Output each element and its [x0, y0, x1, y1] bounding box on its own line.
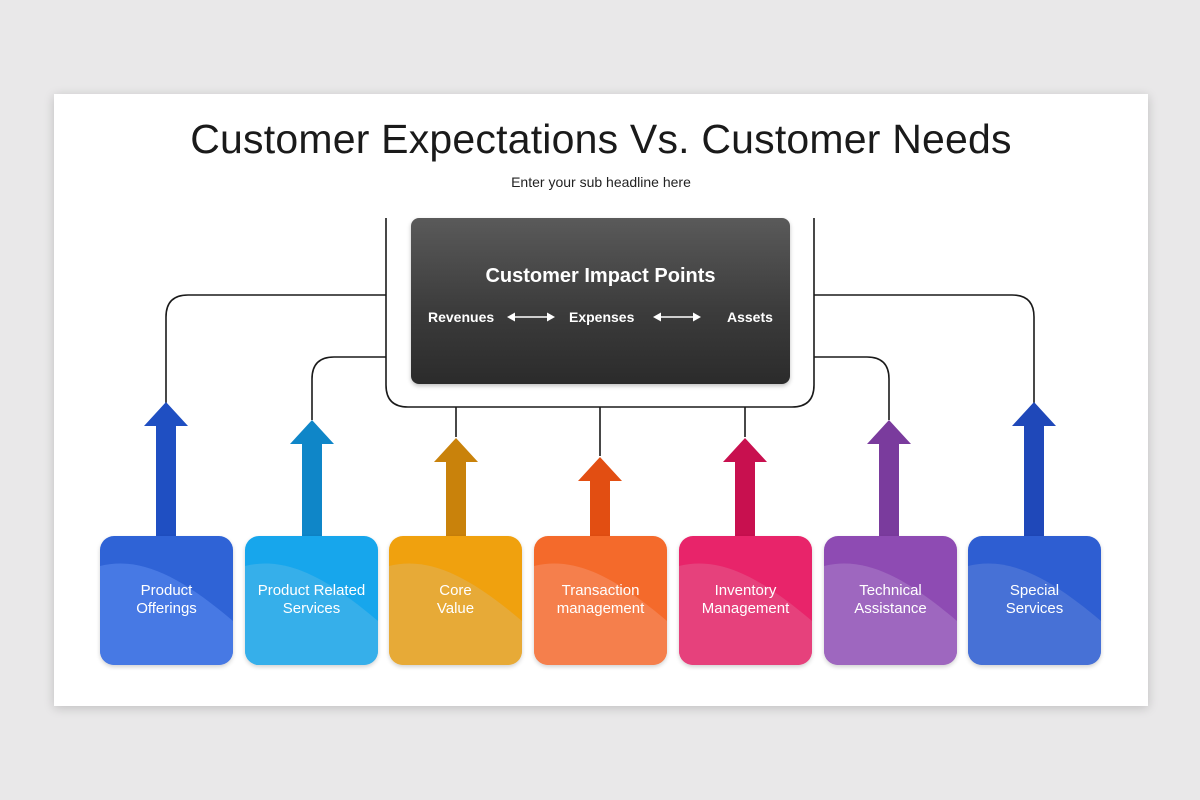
card-special-services: Special Services — [968, 536, 1101, 665]
hub-item-expenses: Expenses — [569, 309, 635, 325]
card-core-value: Core Value — [389, 536, 522, 665]
hub-title: Customer Impact Points — [485, 265, 716, 287]
hub-item-revenues: Revenues — [428, 309, 495, 325]
card-inventory-management: Inventory Management — [679, 536, 812, 665]
up-arrow-icon — [578, 457, 622, 540]
up-arrow-icon — [434, 438, 478, 540]
up-arrow-icon — [290, 420, 334, 540]
card-transaction-management: Transaction management — [534, 536, 667, 665]
card-technical-assistance: Technical Assistance — [824, 536, 957, 665]
slide-title: Customer Expectations Vs. Customer Needs — [190, 116, 1012, 162]
hub-item-assets: Assets — [727, 309, 773, 325]
card-label: Product Related Services — [257, 582, 366, 617]
card-label: Technical Assistance — [854, 582, 927, 617]
card-label: Special Services — [1005, 582, 1064, 617]
card-product-related-services: Product Related Services — [245, 536, 378, 665]
card-label: Inventory Management — [701, 582, 790, 617]
double-arrow-icon — [653, 312, 701, 322]
card-label: Transaction management — [556, 582, 645, 617]
double-arrow-icon — [507, 312, 555, 322]
up-arrow-icon — [867, 420, 911, 540]
up-arrow-icon — [144, 402, 188, 540]
card-label: Core Value — [436, 582, 475, 617]
slide-subtitle: Enter your sub headline here — [511, 174, 691, 190]
customer-impact-points-box: Customer Impact Points Revenues Expenses… — [411, 218, 790, 384]
up-arrow-icon — [723, 438, 767, 540]
card-label: Product Offerings — [136, 582, 197, 617]
card-product-offerings: Product Offerings — [100, 536, 233, 665]
up-arrow-icon — [1012, 402, 1056, 540]
